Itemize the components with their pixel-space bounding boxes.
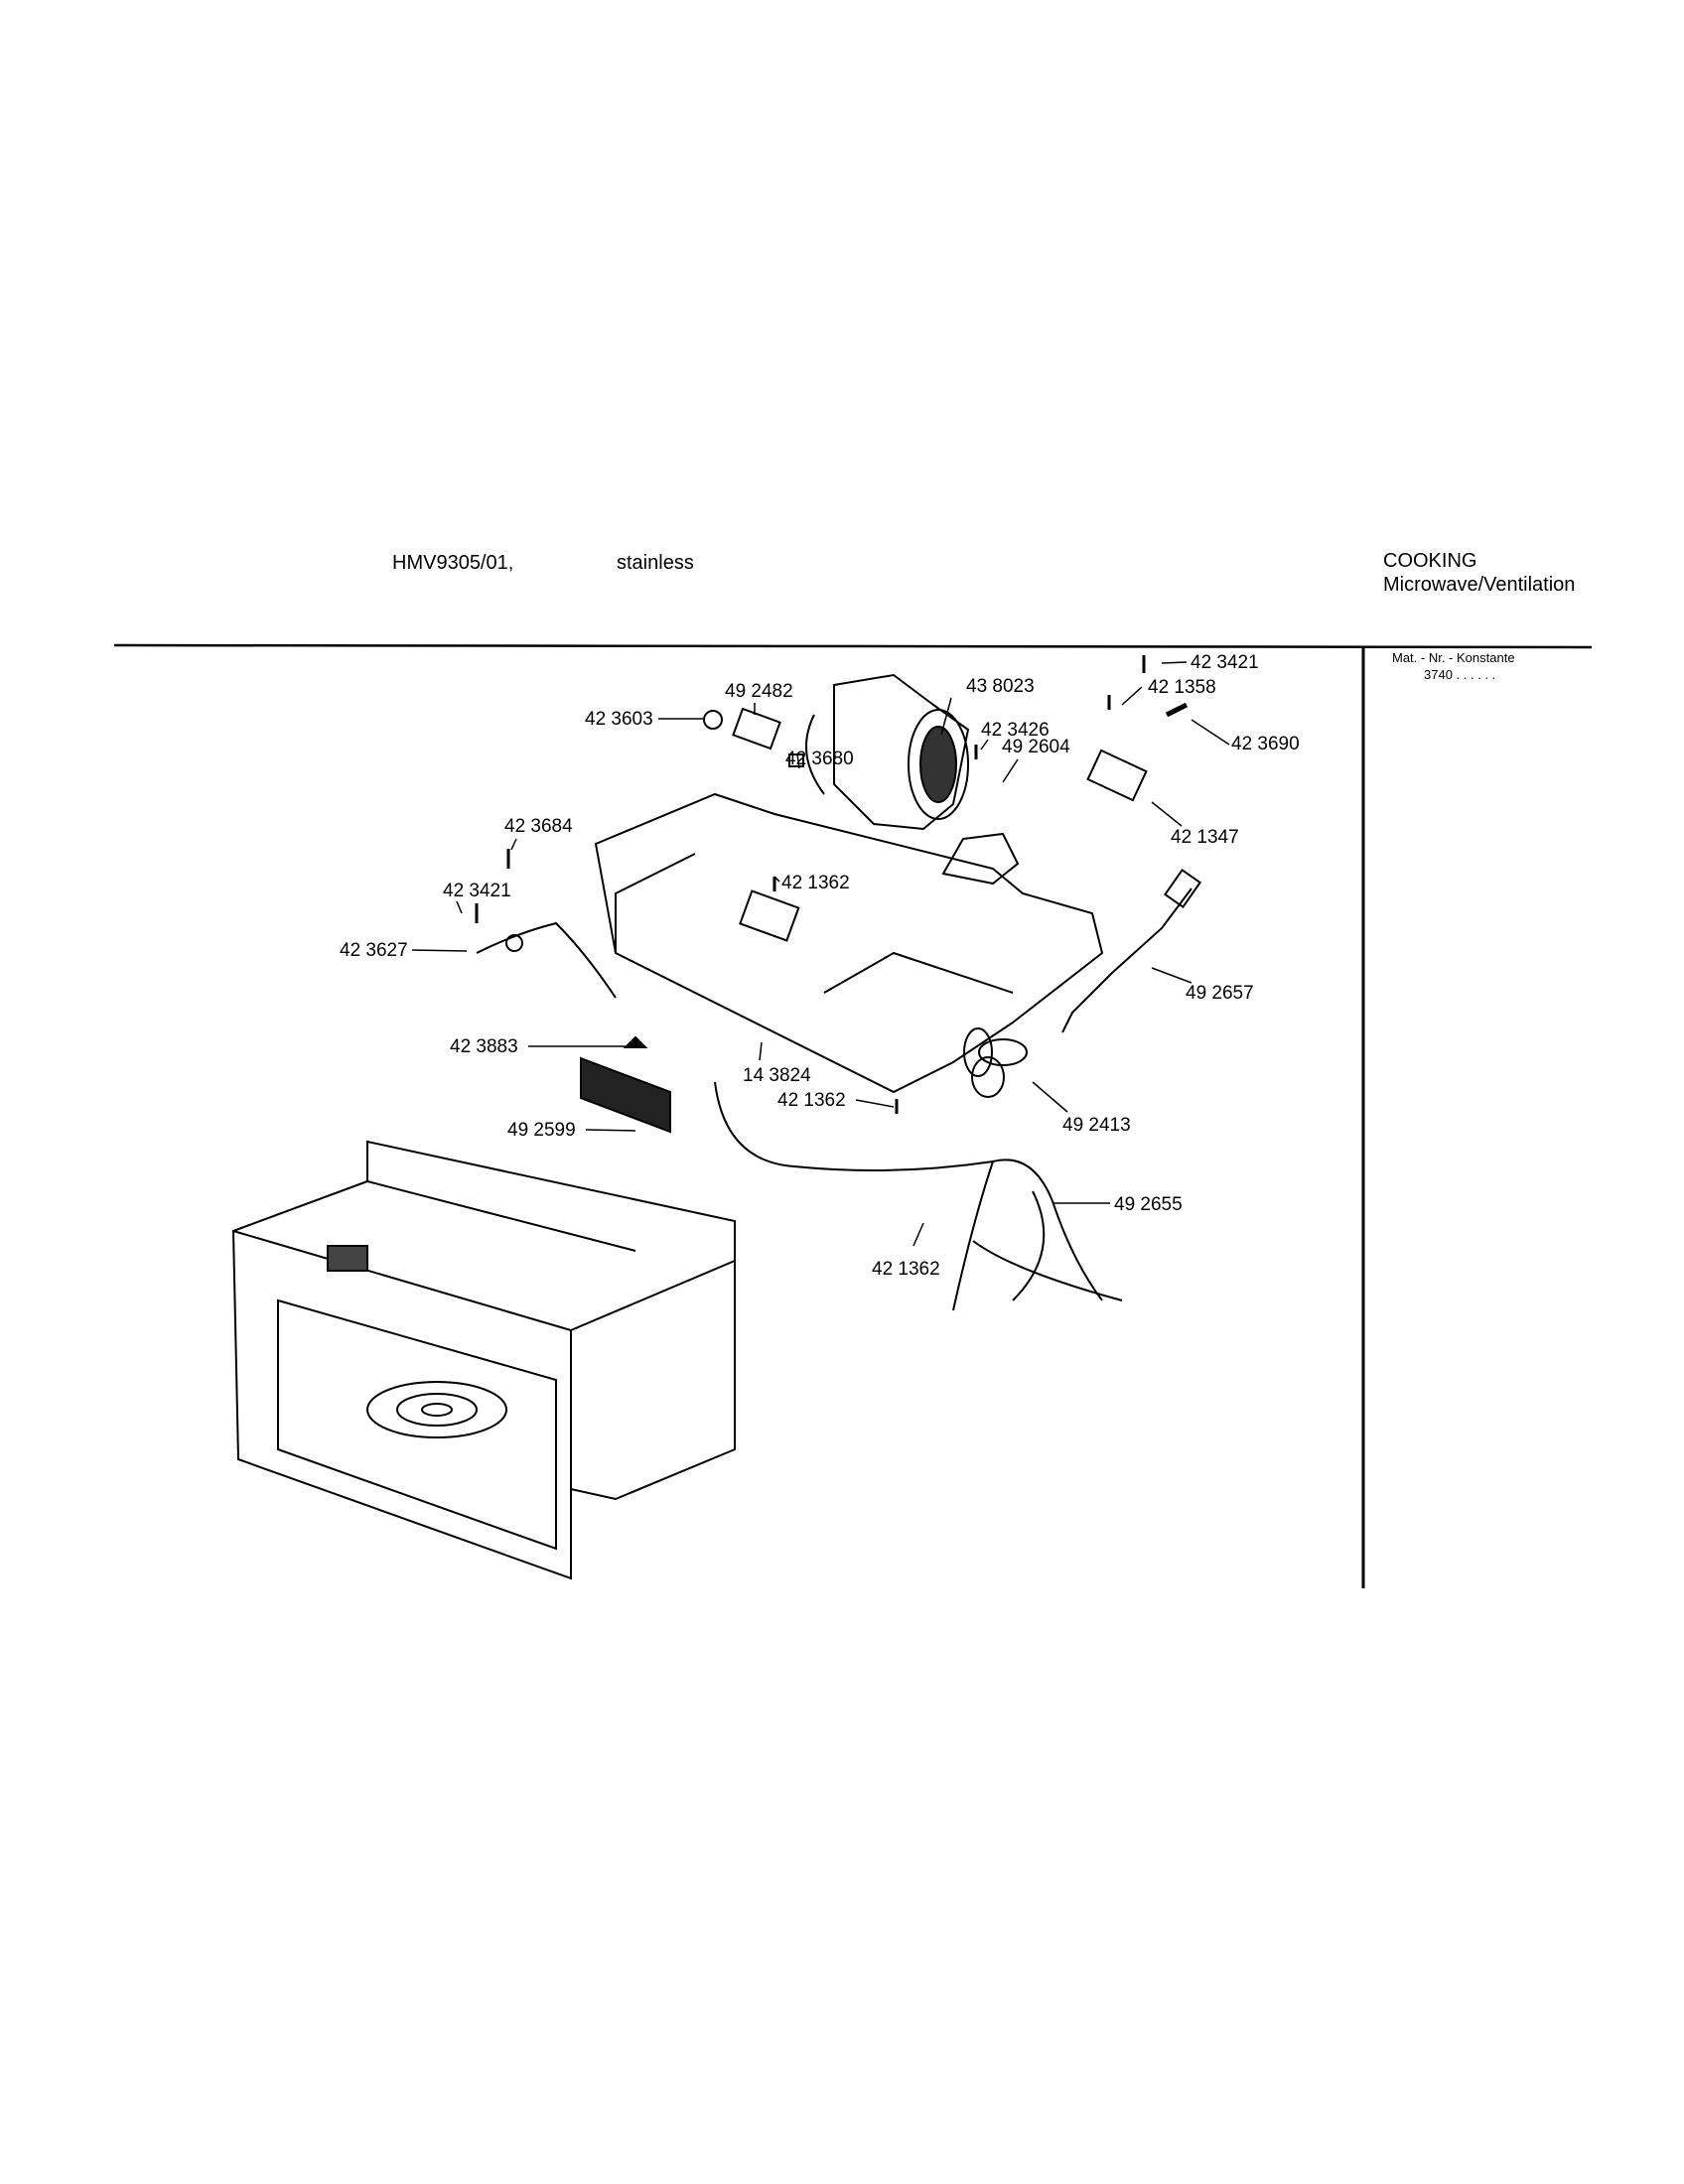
part-label: 14 3824 <box>743 1065 811 1086</box>
power-cord <box>1061 887 1193 1033</box>
leader-lines <box>411 661 1230 1247</box>
part-label: 42 3627 <box>340 940 408 961</box>
thermal-cutout <box>476 921 617 999</box>
part-label: 49 2657 <box>1186 983 1254 1004</box>
oven-cavity <box>231 1140 736 1580</box>
header-divider <box>113 643 1593 649</box>
thermostat <box>623 1035 648 1048</box>
part-label: 42 3883 <box>450 1036 518 1057</box>
lamp-socket <box>703 707 804 767</box>
part-label: 49 2599 <box>507 1120 576 1141</box>
grease-filter <box>580 1056 671 1134</box>
base-tray <box>594 792 1104 1094</box>
part-label: 42 1362 <box>777 1090 846 1111</box>
wire-harness <box>714 1081 1103 1301</box>
category-label: COOKING <box>1383 550 1477 572</box>
mat-nr-value: 3740 . . . . . . <box>1424 667 1496 682</box>
part-label: 42 3426 <box>981 720 1050 741</box>
part-label: 42 1358 <box>1148 677 1216 698</box>
control-board <box>1086 749 1148 802</box>
part-label: 42 3684 <box>504 816 573 837</box>
part-label: 49 2413 <box>1062 1115 1131 1136</box>
part-label: 42 1347 <box>1171 827 1239 848</box>
blower-assembly <box>805 673 970 831</box>
fan-blade <box>963 1027 1028 1098</box>
subcategory-label: Microwave/Ventilation <box>1383 574 1576 596</box>
part-label: 42 3680 <box>785 749 854 769</box>
part-label: 42 3690 <box>1231 734 1300 754</box>
mat-nr-title: Mat. - Nr. - Konstante <box>1392 650 1515 665</box>
model-number: HMV9305/01, <box>392 552 514 574</box>
part-labels: 42 3421 42 1358 49 2482 43 8023 42 3603 … <box>340 652 1300 1280</box>
diagram-drawing <box>231 655 1202 1580</box>
part-label: 42 1362 <box>781 873 850 893</box>
finish-label: stainless <box>617 552 694 574</box>
part-label: 43 8023 <box>966 676 1035 697</box>
screws <box>475 655 1146 1114</box>
part-label: 42 3421 <box>443 881 511 901</box>
part-label: 49 2604 <box>1002 737 1070 757</box>
fuse <box>1165 702 1189 718</box>
part-label: 42 3421 <box>1191 652 1259 673</box>
part-label: 49 2482 <box>725 681 793 702</box>
part-label: 42 3603 <box>585 709 653 730</box>
part-label: 42 1362 <box>872 1259 940 1280</box>
part-label: 49 2655 <box>1114 1194 1183 1215</box>
